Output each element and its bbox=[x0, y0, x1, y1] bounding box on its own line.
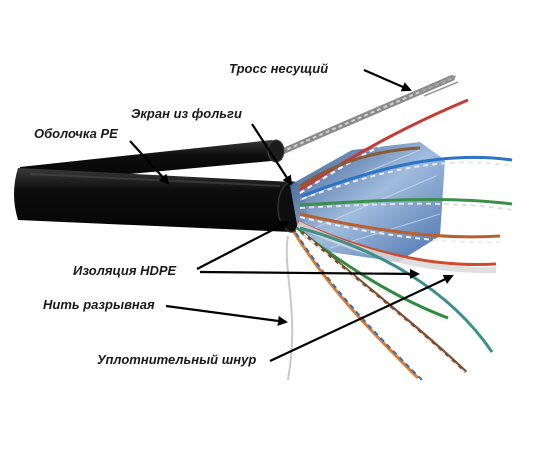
label-hdpe-insulation: Изоляция HDPE bbox=[73, 263, 177, 278]
messenger-wire bbox=[265, 75, 459, 161]
pe-jacket bbox=[14, 168, 307, 233]
label-messenger-wire: Тросс несущий bbox=[229, 61, 329, 76]
label-foil-shield: Экран из фольги bbox=[131, 106, 242, 121]
arrow-rip-cord bbox=[165, 304, 288, 326]
label-rip-cord: Нить разрывная bbox=[43, 297, 155, 312]
arrow-foil-shield bbox=[251, 123, 293, 186]
arrow-hdpe-insulation-1 bbox=[196, 221, 290, 270]
label-sealing-cord: Уплотнительный шнур bbox=[97, 352, 257, 367]
rip-cord bbox=[285, 235, 294, 381]
arrow-hdpe-insulation-2 bbox=[199, 268, 420, 279]
arrow-messenger-wire bbox=[363, 68, 412, 92]
label-pe-jacket: Оболочка PE bbox=[34, 126, 118, 141]
arrow-pe-jacket bbox=[129, 140, 170, 185]
arrow-sealing-cord bbox=[269, 274, 454, 362]
leader-arrows bbox=[129, 68, 454, 362]
